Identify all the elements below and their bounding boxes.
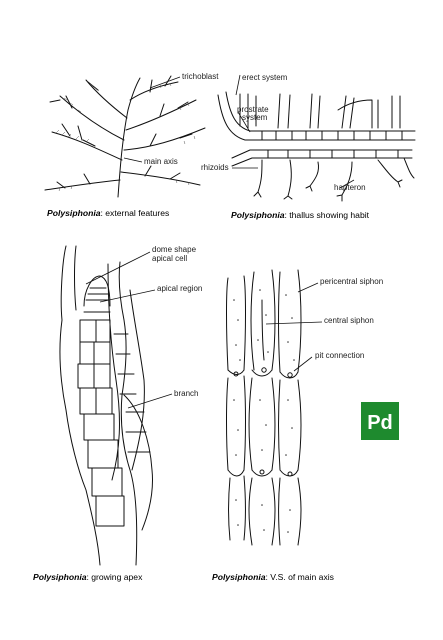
external-features-drawing <box>44 75 206 198</box>
label-erect-system: erect system <box>242 73 288 82</box>
label-dome-2: apical cell <box>152 254 187 263</box>
label-prostrate-1: prostrate <box>237 105 269 114</box>
label-dome-1: dome shape <box>152 245 197 254</box>
habit-drawing <box>217 91 416 202</box>
label-prostrate-2: system <box>242 113 268 122</box>
caption-external-features: Polysiphonia: external features <box>47 208 169 218</box>
label-central-siphon: central siphon <box>324 316 374 325</box>
label-pit-connection: pit connection <box>315 351 364 360</box>
apex-labels: dome shape apical cell apical region bra… <box>85 245 202 409</box>
vs-labels: pericentral siphon central siphon pit co… <box>265 277 383 372</box>
logo-text: Pd <box>367 412 393 434</box>
label-rhizoids: rhizoids <box>201 163 229 172</box>
external-features-hatching <box>55 82 196 192</box>
external-labels: trichoblast main axis <box>123 72 219 166</box>
pd-logo: Pd <box>361 402 399 440</box>
vs-dots <box>233 289 295 533</box>
label-main-axis: main axis <box>144 157 178 166</box>
label-apical-region: apical region <box>157 284 202 293</box>
caption-vs-main-axis: Polysiphonia: V.S. of main axis <box>212 572 334 582</box>
caption-growing-apex: Polysiphonia: growing apex <box>33 572 143 582</box>
vs-main-axis-drawing <box>226 269 302 546</box>
label-hapteron: hapteron <box>334 183 366 192</box>
caption-thallus-habit: Polysiphonia: thallus showing habit <box>231 210 370 220</box>
growing-apex-drawing <box>59 245 153 566</box>
label-branch: branch <box>174 389 198 398</box>
habit-labels: erect system prostrate system rhizoids h… <box>201 73 366 192</box>
label-pericentral-siphon: pericentral siphon <box>320 277 383 286</box>
label-trichoblast: trichoblast <box>182 72 219 81</box>
